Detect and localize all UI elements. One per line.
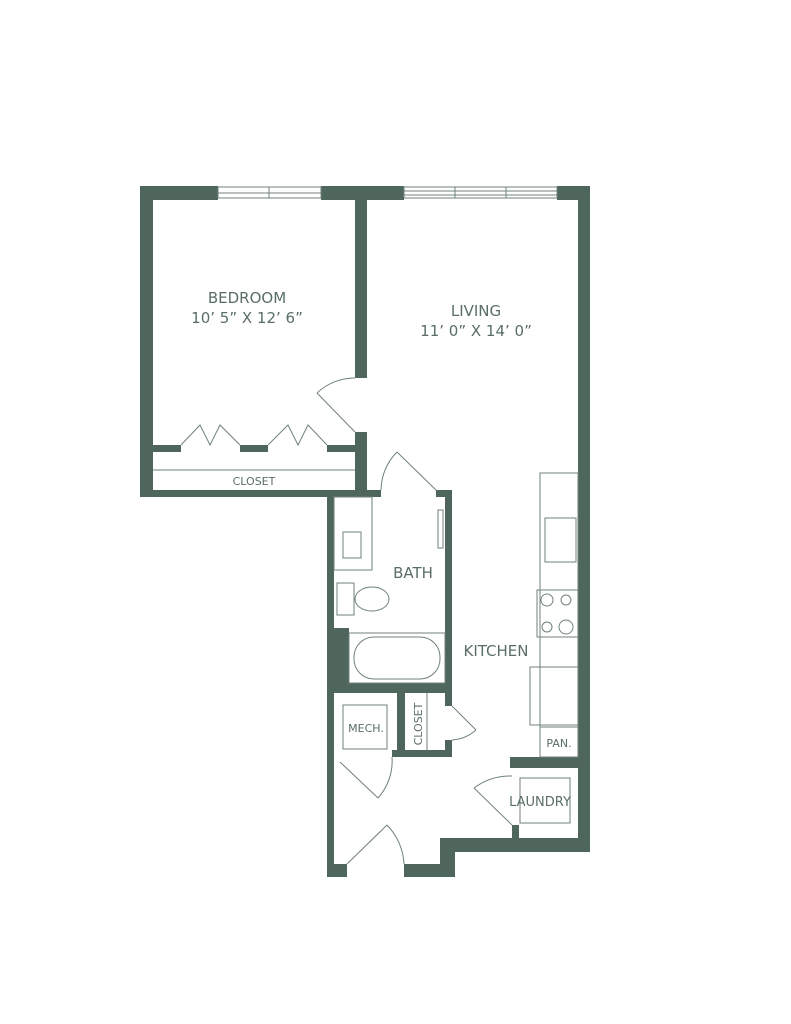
bedroom-closet-label: CLOSET <box>233 475 276 488</box>
mech-label: MECH. <box>348 722 384 735</box>
living-label: LIVING <box>451 302 501 320</box>
living-dimensions: 11’ 0” X 14’ 0” <box>420 322 532 340</box>
kitchen-label: KITCHEN <box>464 642 529 660</box>
bath-label: BATH <box>393 564 433 582</box>
fixtures <box>153 469 579 824</box>
hall-closet-label: CLOSET <box>412 702 425 745</box>
bedroom-label: BEDROOM <box>208 289 286 307</box>
pantry-label: PAN. <box>546 737 571 750</box>
walls <box>140 186 590 877</box>
windows <box>217 186 558 199</box>
doors <box>180 377 513 865</box>
bedroom-dimensions: 10’ 5” X 12’ 6” <box>191 309 303 327</box>
room-labels: BEDROOM 10’ 5” X 12’ 6” LIVING 11’ 0” X … <box>191 289 571 810</box>
laundry-label: LAUNDRY <box>509 795 571 810</box>
